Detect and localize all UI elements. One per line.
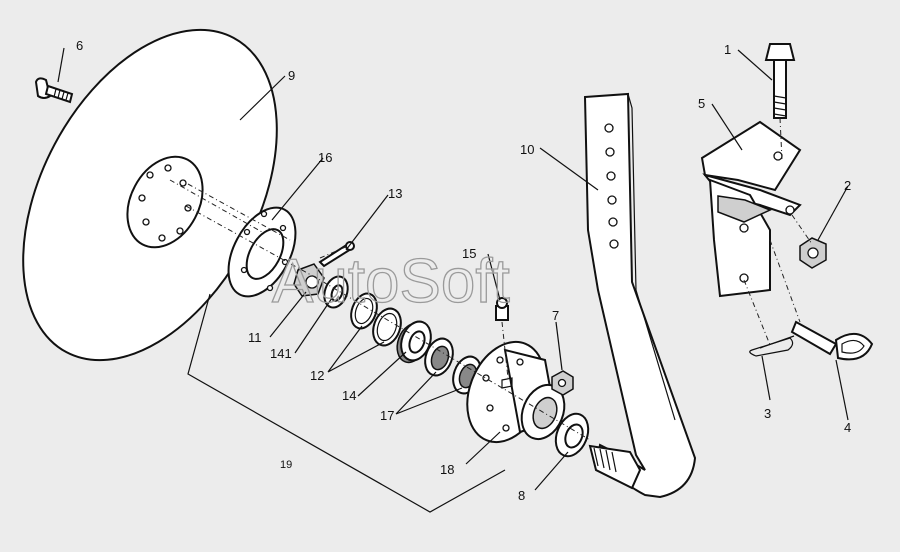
lynch-pin [790, 320, 874, 361]
callout-13: 13 [388, 186, 402, 201]
disc-arm [583, 92, 697, 499]
assembly-center-lines [169, 117, 813, 441]
callout-8: 8 [518, 488, 525, 503]
dust-cover [227, 206, 297, 298]
callout-1: 1 [724, 42, 731, 57]
callout-18: 18 [440, 462, 454, 477]
leader-lines [57, 47, 849, 491]
hex-bolt [764, 43, 796, 119]
hex-nut-7 [551, 370, 574, 396]
castle-nut [293, 263, 325, 297]
callout-16: 16 [318, 150, 332, 165]
hex-nut-2 [799, 237, 827, 269]
grease-nipple [495, 297, 509, 321]
cotter-pin [318, 241, 355, 268]
callout-6: 6 [76, 38, 83, 53]
callout-12: 12 [310, 368, 324, 383]
callout-3: 3 [764, 406, 771, 421]
snap-rings [350, 292, 402, 347]
callout-labels: 6 9 16 13 11 141 12 14 17 18 15 10 7 8 1… [76, 38, 851, 503]
callout-5: 5 [698, 96, 705, 111]
callout-19: 19 [280, 459, 292, 471]
callout-10: 10 [520, 142, 534, 157]
assembly-19-bracket [187, 293, 506, 513]
callout-17: 17 [380, 408, 394, 423]
mounting-bracket [700, 120, 802, 298]
watermark: AutoSoft [272, 247, 510, 316]
hub [466, 340, 566, 444]
callout-4: 4 [844, 420, 851, 435]
callout-2: 2 [844, 178, 851, 193]
callout-15: 15 [462, 246, 476, 261]
callout-9: 9 [288, 68, 295, 83]
callout-7: 7 [552, 308, 559, 323]
callout-141: 141 [270, 346, 292, 361]
callout-11: 11 [248, 330, 262, 345]
disc-blade [22, 28, 278, 362]
spring-clip [749, 335, 795, 357]
callout-14: 14 [342, 388, 356, 403]
carriage-bolt [34, 77, 74, 104]
